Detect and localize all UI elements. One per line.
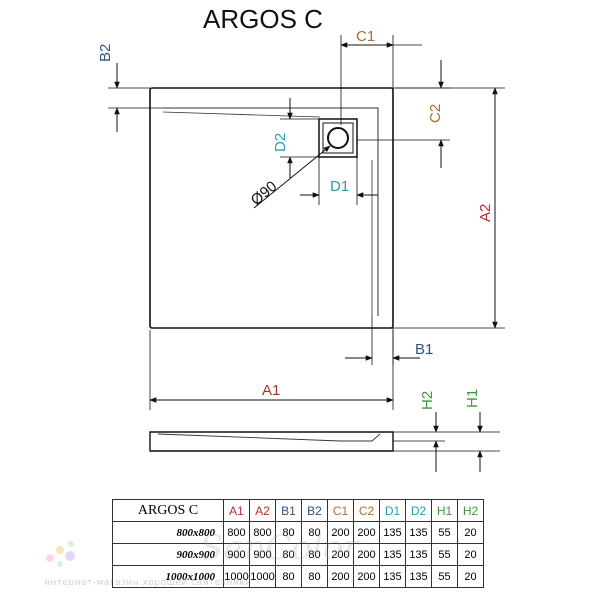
table-cell: 200: [327, 565, 354, 588]
table-cell: 135: [405, 521, 432, 544]
label-b1: B1: [415, 341, 433, 358]
label-b2: B2: [97, 44, 114, 62]
table-header-a1: A1: [223, 499, 250, 522]
drain-circle: [327, 127, 349, 149]
table-cell: 20: [457, 521, 484, 544]
table-cell: 200: [353, 521, 380, 544]
label-d2: D2: [272, 133, 289, 152]
table-header-d2: D2: [405, 499, 432, 522]
table-header-d1: D1: [379, 499, 406, 522]
table-header-c2: C2: [353, 499, 380, 522]
table-header-h2: H2: [457, 499, 484, 522]
table-cell: 900: [223, 543, 250, 566]
table-header-h1: H1: [431, 499, 458, 522]
label-c2: C2: [427, 104, 444, 123]
table-cell: 1000: [223, 565, 250, 588]
label-a1: A1: [262, 382, 280, 399]
table-cell: 135: [405, 565, 432, 588]
table-cell: 55: [431, 543, 458, 566]
label-a2: A2: [477, 204, 494, 222]
tray-outline: [149, 87, 394, 329]
label-c1: C1: [356, 28, 375, 45]
table-header-b1: B1: [275, 499, 302, 522]
drain-outer: [318, 118, 358, 158]
table-header-c1: C1: [327, 499, 354, 522]
table-cell: 135: [379, 565, 406, 588]
tray-profile-slope: [157, 433, 381, 442]
table-header-b2: B2: [301, 499, 328, 522]
label-h1: H1: [464, 389, 481, 408]
table-cell: 80: [301, 565, 328, 588]
table-cell: 1000: [249, 565, 276, 588]
table-cell: 200: [353, 565, 380, 588]
label-d1: D1: [330, 178, 349, 195]
table-cell: 20: [457, 543, 484, 566]
table-size-cell: 1000x1000: [112, 565, 224, 588]
watermark-tagline: интернет-магазин хорошей сантехники: [44, 578, 252, 588]
table-cell: 20: [457, 565, 484, 588]
table-cell: 135: [405, 543, 432, 566]
watermark-brand: SanColor: [200, 528, 360, 568]
diagram-title: ARGOS C: [203, 4, 323, 34]
table-cell: 55: [431, 521, 458, 544]
table-header-a2: A2: [249, 499, 276, 522]
tray-inner-slope: [163, 107, 379, 316]
drain-inner: [322, 122, 354, 154]
table-model-header: ARGOS C: [112, 499, 224, 522]
label-diameter-90: Ø90: [248, 178, 281, 209]
tray-inner-slope-2: [162, 111, 321, 118]
table-cell: 80: [275, 565, 302, 588]
table-cell: 135: [379, 543, 406, 566]
label-h2: H2: [419, 391, 436, 410]
table-cell: 80: [275, 543, 302, 566]
table-cell: 55: [431, 565, 458, 588]
table-cell: 200: [327, 543, 354, 566]
table-cell: 135: [379, 521, 406, 544]
